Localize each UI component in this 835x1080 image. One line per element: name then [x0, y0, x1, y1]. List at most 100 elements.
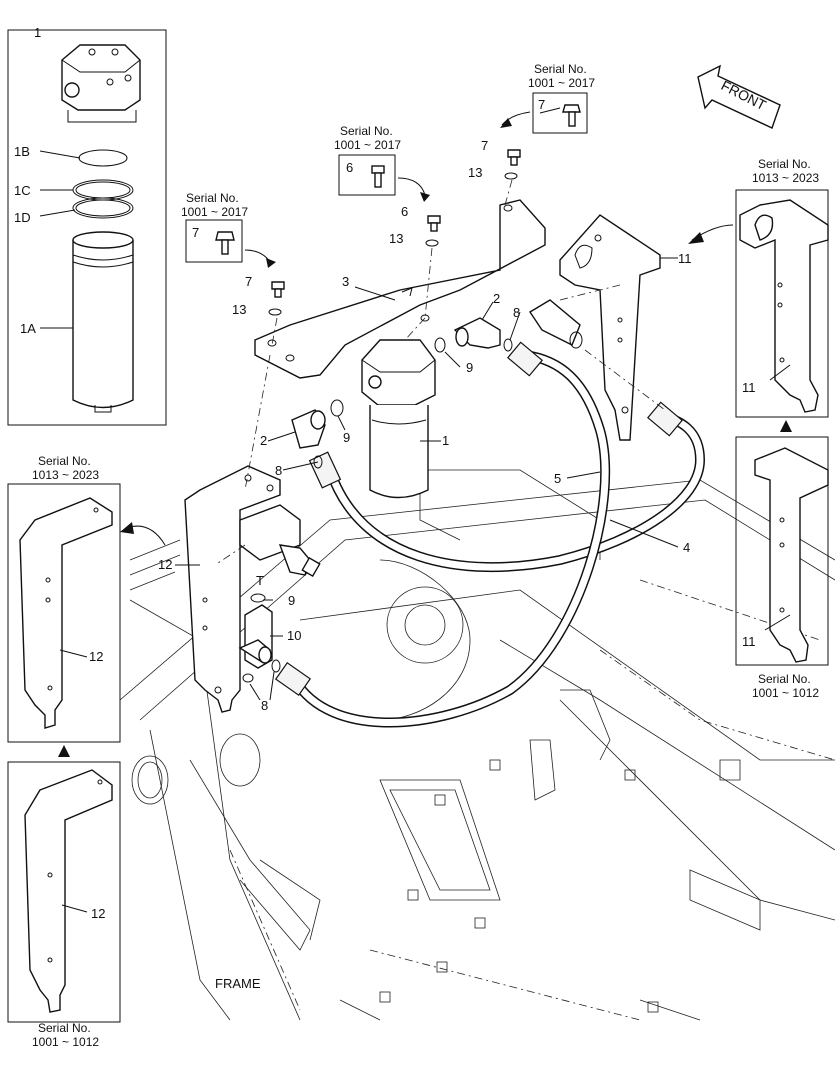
bracket-12-icon-lower	[24, 769, 113, 1013]
serial-box-top	[532, 92, 588, 134]
label-9-mid: 9	[343, 430, 350, 445]
o-ring-9-icon	[330, 399, 344, 417]
hose-end-fitting	[647, 401, 683, 437]
elbow-fitting-2-top	[453, 317, 501, 349]
o-ring-1c-icon	[72, 179, 134, 201]
bracket-12-inset-lower	[7, 761, 121, 1023]
label-13-top: 13	[468, 165, 482, 180]
label-12-ul: 12	[89, 649, 103, 664]
label-3: 3	[342, 274, 349, 289]
o-ring-1d-icon	[72, 197, 134, 219]
serial-label-lr: Serial No.	[758, 672, 811, 686]
bracket-11-inset-upper	[735, 189, 829, 418]
o-ring-9-icon	[434, 337, 446, 353]
serial-range-ur: 1013 ~ 2023	[752, 171, 819, 185]
front-arrow-icon	[697, 64, 781, 129]
bracket-11-inset-lower	[735, 436, 829, 666]
washer-13-icon	[268, 308, 282, 316]
bolt-6-icon-box	[371, 165, 385, 188]
triangle-up-icon-right	[780, 420, 792, 432]
label-6-box: 6	[346, 160, 353, 175]
label-8-low: 8	[261, 698, 268, 713]
hose-end-fitting	[274, 661, 312, 697]
bracket-11-main	[559, 214, 661, 441]
label-t: T	[256, 573, 264, 588]
o-ring-1b-icon	[78, 149, 128, 167]
label-12-ll: 12	[91, 906, 105, 921]
leader-lines	[175, 257, 679, 701]
label-9-top: 9	[466, 360, 473, 375]
serial-range-top: 1001 ~ 2017	[528, 76, 595, 90]
bracket-12-main	[184, 465, 281, 713]
filter-assembly-1	[361, 339, 436, 499]
label-8-mid: 8	[275, 463, 282, 478]
o-ring-8-icon	[242, 673, 254, 683]
bolt-6-icon	[427, 215, 441, 232]
o-ring-8-icon	[271, 659, 281, 673]
bolt-7-top-icon	[507, 149, 521, 166]
serial-label-left: Serial No.	[186, 191, 239, 205]
bracket-11-icon-lower	[754, 447, 829, 663]
serial-box-mid	[338, 154, 396, 196]
serial-label-ur: Serial No.	[758, 157, 811, 171]
label-1c: 1C	[14, 183, 31, 198]
washer-13-icon	[504, 172, 518, 180]
serial-box-left	[185, 219, 243, 263]
serial-range-lr: 1001 ~ 1012	[752, 686, 819, 700]
washer-13-icon	[425, 239, 439, 247]
bolt-7-left-icon	[271, 281, 285, 298]
filter-element-icon	[72, 240, 134, 409]
label-13-mid: 13	[389, 231, 403, 246]
label-9-low: 9	[288, 593, 295, 608]
hose-5	[325, 410, 706, 573]
serial-label-ul: Serial No.	[38, 454, 91, 468]
elbow-fitting-2-left	[291, 409, 326, 449]
o-ring-8-icon	[503, 338, 513, 352]
filter-head-icon	[61, 44, 141, 111]
label-2-top: 2	[493, 291, 500, 306]
tee-fitting-10	[238, 604, 273, 669]
bracket-11-icon	[739, 199, 829, 413]
mount-plate-3	[254, 199, 546, 379]
hose-end-fitting	[507, 341, 543, 377]
label-11-lr: 11	[742, 634, 756, 649]
bracket-12-inset-upper	[7, 483, 121, 743]
label-12-main: 12	[158, 557, 172, 572]
o-ring-8-icon	[313, 455, 323, 469]
serial-range-mid: 1001 ~ 2017	[334, 138, 401, 152]
valve-block	[239, 504, 321, 578]
label-2-left: 2	[260, 433, 267, 448]
label-1a: 1A	[20, 321, 36, 336]
label-11-main: 11	[678, 251, 692, 266]
label-1: 1	[442, 433, 449, 448]
bolt-7-icon-box-top	[562, 104, 581, 127]
serial-label-ll: Serial No.	[38, 1021, 91, 1035]
hose-4	[290, 350, 611, 728]
frame-label: FRAME	[215, 976, 261, 991]
label-1b: 1B	[14, 144, 30, 159]
label-7-box-top: 7	[538, 97, 545, 112]
label-7-box-left: 7	[192, 225, 199, 240]
label-11-ur: 11	[742, 380, 756, 395]
label-1d: 1D	[14, 210, 31, 225]
label-4: 4	[683, 540, 690, 555]
serial-range-ul: 1013 ~ 2023	[32, 468, 99, 482]
serial-label-top: Serial No.	[534, 62, 587, 76]
inset-border	[7, 29, 167, 426]
label-8-top: 8	[513, 305, 520, 320]
label-1-inset: 1	[34, 25, 41, 40]
label-10: 10	[287, 628, 301, 643]
label-7-left: 7	[245, 274, 252, 289]
serial-range-ll: 1001 ~ 1012	[32, 1035, 99, 1049]
bracket-12-icon	[19, 497, 113, 729]
filter-inset	[7, 29, 167, 426]
leader-curve-top	[501, 111, 531, 126]
serial-label-mid: Serial No.	[340, 124, 393, 138]
bolt-7-icon-box-left	[215, 231, 235, 255]
label-7-top: 7	[481, 138, 488, 153]
label-6: 6	[401, 204, 408, 219]
adapter-fitting-top	[529, 299, 583, 349]
o-ring-9-icon	[250, 593, 266, 603]
label-5: 5	[554, 471, 561, 486]
